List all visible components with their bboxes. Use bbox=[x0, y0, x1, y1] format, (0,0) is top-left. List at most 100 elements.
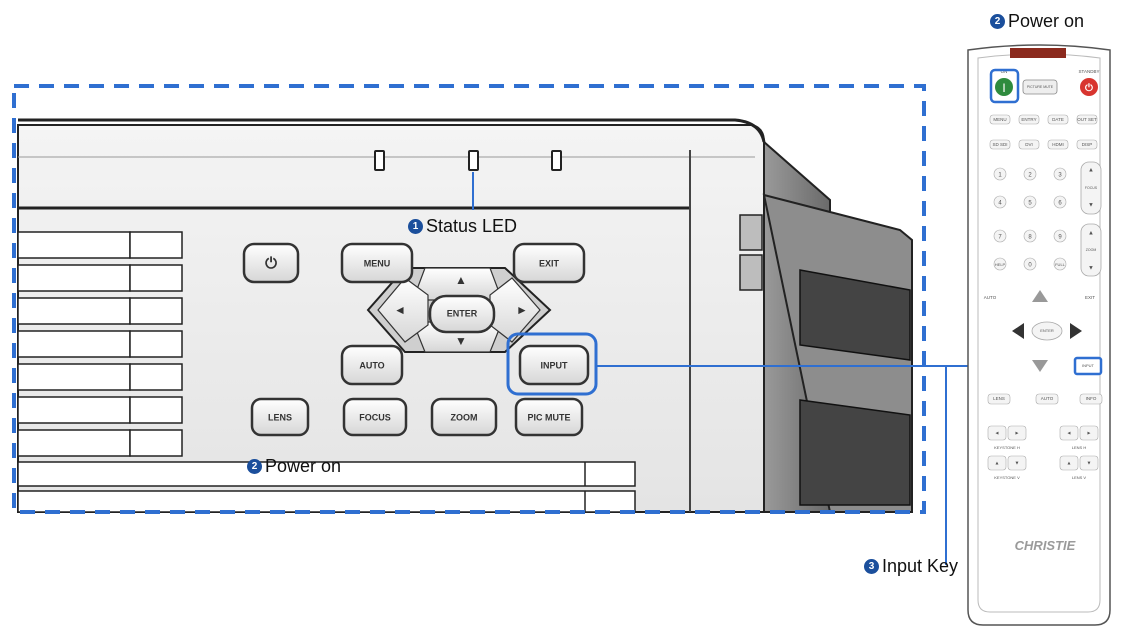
remote-digit-label: 2 bbox=[1028, 173, 1032, 179]
remote-key[interactable] bbox=[989, 139, 1011, 150]
remote-key[interactable] bbox=[1018, 114, 1040, 125]
lens-button-shape[interactable] bbox=[250, 397, 310, 437]
remote-exit-label: EXIT bbox=[1085, 295, 1095, 300]
remote-keystone-v-label: KEYSTONE V bbox=[994, 475, 1020, 480]
up-arrow-icon: ▲ bbox=[455, 273, 467, 287]
remote-right-icon[interactable] bbox=[1070, 323, 1082, 339]
auto-button-shape[interactable] bbox=[340, 344, 404, 386]
remote-keystone-v-up[interactable] bbox=[987, 455, 1007, 471]
bottom-bars bbox=[17, 461, 636, 513]
remote-enter-button[interactable] bbox=[1031, 321, 1063, 341]
remote-key[interactable] bbox=[1076, 139, 1098, 150]
remote-keystone-v-down[interactable] bbox=[1007, 455, 1027, 471]
remote-standby-button[interactable] bbox=[1080, 78, 1098, 96]
down-arrow-icon: ▼ bbox=[455, 334, 467, 348]
remote-digit-label: 0 bbox=[1028, 263, 1032, 269]
remote-lens-v-up[interactable] bbox=[1059, 455, 1079, 471]
callout-power-on-panel: 2 Power on bbox=[247, 456, 341, 477]
remote-key-label: ENTRY bbox=[1021, 117, 1036, 122]
remote-focus-rocker[interactable] bbox=[1080, 161, 1102, 215]
connector-slot bbox=[17, 231, 131, 259]
connector-slot bbox=[129, 396, 183, 424]
connector-slot bbox=[17, 429, 131, 457]
callout-number-badge: 3 bbox=[864, 559, 879, 574]
bottom-bar-2 bbox=[17, 490, 636, 513]
remote-key[interactable] bbox=[1047, 139, 1069, 150]
remote-focus-up-icon: ▲ bbox=[1088, 168, 1094, 174]
callout-number-badge: 2 bbox=[990, 14, 1005, 29]
focus-button-shape[interactable] bbox=[342, 397, 408, 437]
status-led-3 bbox=[551, 150, 562, 171]
remote-enter-label: ENTER bbox=[1040, 328, 1054, 333]
remote-digit-key[interactable] bbox=[993, 257, 1007, 271]
remote-digit-key[interactable] bbox=[1023, 167, 1037, 181]
remote-standby-glyph: ⏻ bbox=[1085, 82, 1093, 94]
connector-slot bbox=[129, 363, 183, 391]
remote-digit-key[interactable] bbox=[1023, 229, 1037, 243]
vent-upper bbox=[799, 269, 911, 361]
callout-status-led-text: Status LED bbox=[426, 216, 518, 236]
remote-picture-mute-button[interactable] bbox=[1022, 79, 1058, 95]
remote-zoom-rocker[interactable] bbox=[1080, 223, 1102, 277]
remote-power-highlight bbox=[989, 68, 1020, 104]
remote-left-icon[interactable] bbox=[1012, 323, 1024, 339]
remote-digit-key[interactable] bbox=[993, 167, 1007, 181]
remote-digit-key[interactable] bbox=[1023, 195, 1037, 209]
remote-key-label: OUT SET bbox=[1077, 117, 1097, 122]
zoom-button-shape[interactable] bbox=[430, 397, 498, 437]
remote-lens-v-down[interactable] bbox=[1079, 455, 1099, 471]
remote-down-arrow-icon: ▼ bbox=[1015, 460, 1020, 466]
menu-button-shape[interactable] bbox=[340, 242, 414, 284]
remote-digit-key[interactable] bbox=[1053, 229, 1067, 243]
remote-auto-key[interactable] bbox=[1035, 393, 1059, 405]
remote-input-highlight[interactable] bbox=[1073, 356, 1103, 376]
remote-digit-key[interactable] bbox=[1053, 167, 1067, 181]
remote-lens-h-right[interactable] bbox=[1079, 425, 1099, 441]
power-button-shape[interactable] bbox=[242, 242, 300, 284]
remote-focus-down-icon: ▼ bbox=[1088, 203, 1094, 209]
remote-down-icon[interactable] bbox=[1032, 360, 1048, 372]
remote-zoom-up-icon: ▲ bbox=[1088, 231, 1094, 237]
pic-mute-button-label: PIC MUTE bbox=[527, 412, 570, 422]
remote-digit-key[interactable] bbox=[993, 229, 1007, 243]
exit-button-label: EXIT bbox=[539, 258, 560, 268]
remote-digit-key[interactable] bbox=[1053, 257, 1067, 271]
remote-key[interactable] bbox=[1018, 139, 1040, 150]
remote-digit-key[interactable] bbox=[1053, 195, 1067, 209]
remote-key[interactable] bbox=[1076, 114, 1098, 125]
remote-digit-label: 4 bbox=[998, 201, 1002, 207]
pic-mute-button-shape[interactable] bbox=[514, 397, 584, 437]
remote-lens-label: LENS bbox=[993, 396, 1005, 401]
exit-button-shape[interactable] bbox=[512, 242, 586, 284]
callout-number-badge: 2 bbox=[247, 459, 262, 474]
input-button-shape[interactable] bbox=[518, 344, 590, 386]
side-latch-lower bbox=[739, 254, 763, 291]
vent-lower bbox=[799, 399, 911, 506]
remote-info-label: INFO bbox=[1086, 396, 1097, 401]
remote-digit-label: 9 bbox=[1058, 235, 1062, 241]
side-latch-upper bbox=[739, 214, 763, 251]
enter-button-shape[interactable] bbox=[428, 294, 496, 334]
remote-keystone-h-left[interactable] bbox=[987, 425, 1007, 441]
zoom-button-label: ZOOM bbox=[451, 412, 478, 422]
remote-lens-key[interactable] bbox=[987, 393, 1011, 405]
connector-slot bbox=[129, 330, 183, 358]
remote-power-on-button[interactable] bbox=[995, 78, 1013, 96]
menu-button-label: MENU bbox=[364, 258, 391, 268]
remote-info-key[interactable] bbox=[1079, 393, 1103, 405]
remote-digit-keys: 1 2 3 4 5 6 7 8 9 HELP 0 FULL bbox=[993, 167, 1067, 271]
remote-key[interactable] bbox=[1047, 114, 1069, 125]
remote-digit-key[interactable] bbox=[1023, 257, 1037, 271]
remote-key-label: DVI bbox=[1025, 142, 1033, 147]
remote-up-arrow-icon: ▲ bbox=[995, 460, 1000, 466]
remote-keystone-h-right[interactable] bbox=[1007, 425, 1027, 441]
remote-auto-label: AUTO bbox=[984, 295, 997, 300]
remote-up-icon[interactable] bbox=[1032, 290, 1048, 302]
remote-up-arrow-icon: ▲ bbox=[1067, 460, 1072, 466]
remote-digit-label: HELP bbox=[995, 262, 1006, 267]
remote-digit-key[interactable] bbox=[993, 195, 1007, 209]
remote-key[interactable] bbox=[989, 114, 1011, 125]
remote-lens-h-left[interactable] bbox=[1059, 425, 1079, 441]
right-arrow-icon: ► bbox=[516, 303, 528, 317]
